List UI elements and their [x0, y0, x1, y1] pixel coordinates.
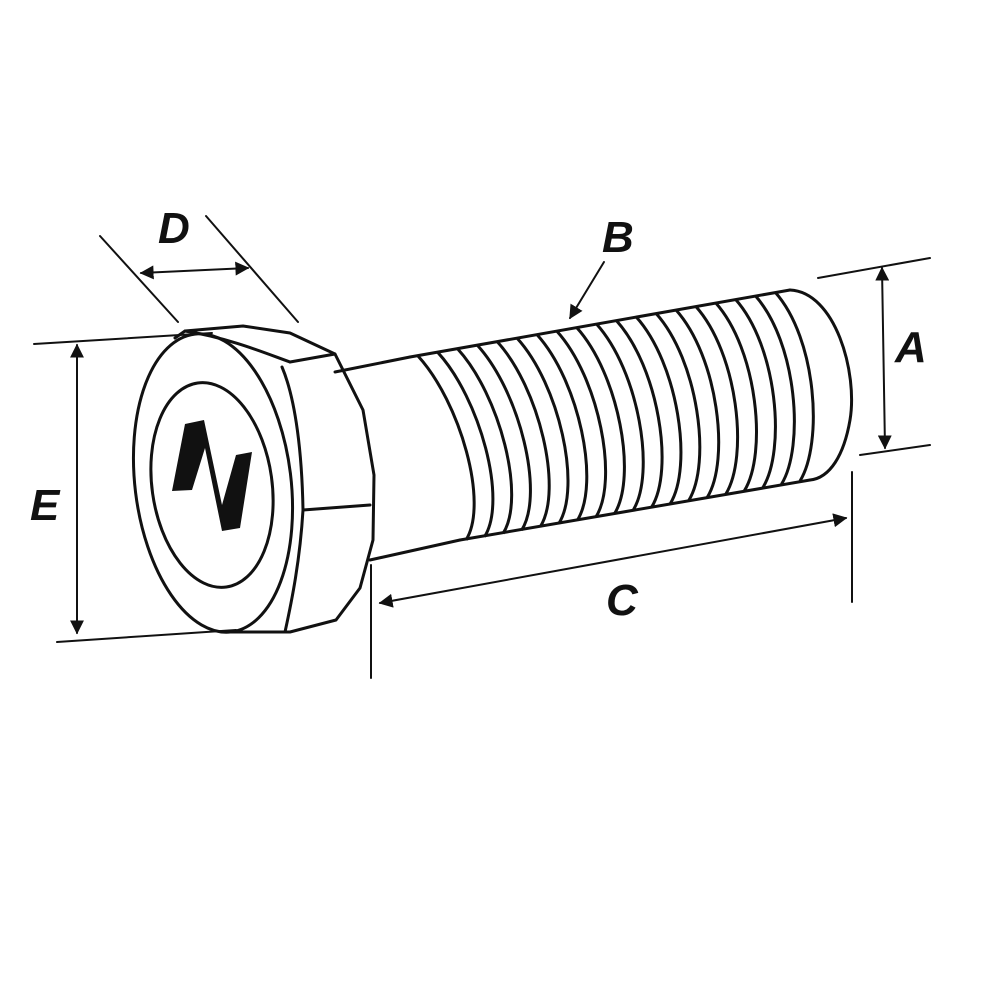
dimension-d: D [99, 204, 299, 323]
dimension-c: C [370, 471, 853, 679]
thread-crest [535, 333, 589, 522]
bolt-head [131, 324, 376, 634]
thread-crest [734, 298, 777, 489]
thread-crest [416, 354, 476, 541]
thread-crest [694, 305, 740, 495]
thread-crest [754, 294, 796, 486]
thread-crest [773, 291, 815, 482]
thread-crest [654, 312, 702, 502]
label-d: D [158, 204, 190, 253]
dimension-e: E [30, 332, 237, 643]
label-a: A [894, 323, 927, 372]
thread-lines [416, 291, 815, 541]
thread-crest [635, 315, 683, 505]
thread-crest [595, 322, 645, 512]
thread-crest [555, 330, 608, 518]
thread-crest [674, 308, 721, 499]
thread-crest [714, 301, 758, 492]
dimension-b: B [569, 213, 634, 320]
thread-crest [516, 337, 570, 525]
bolt-shank [333, 288, 854, 562]
logo [149, 381, 275, 589]
thread-crest [575, 326, 626, 515]
label-c: C [606, 576, 639, 625]
logo-n-mark [172, 420, 252, 531]
label-b: B [602, 213, 634, 262]
label-e: E [30, 481, 61, 530]
thread-crest [496, 340, 551, 528]
thread-crest [615, 319, 664, 509]
dimension-a: A [817, 257, 931, 456]
